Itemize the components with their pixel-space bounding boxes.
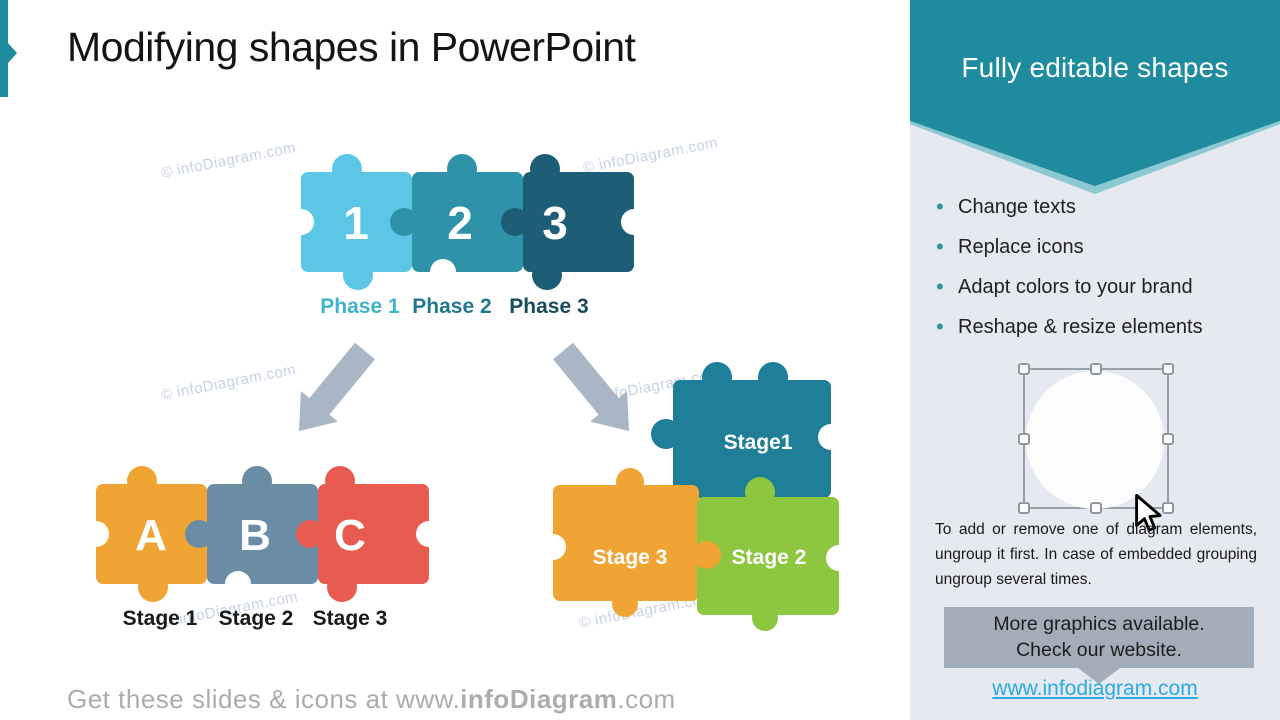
selected-circle-shape[interactable] xyxy=(1026,371,1164,509)
bullet-item-reshape-resize: Reshape & resize elements xyxy=(934,315,1264,339)
callout-line-2: Check our website. xyxy=(1016,639,1182,661)
phase-puzzle-row: 1 2 3 Phase 1 Phase 2 Phase 3 xyxy=(297,154,642,318)
bullet-item-adapt-colors: Adapt colors to your brand xyxy=(934,275,1264,299)
puzzle-sockets xyxy=(92,521,437,597)
selection-handle-w[interactable] xyxy=(1018,432,1030,445)
abc-puzzle-row: A B C Stage 1 Stage 2 Stage 3 xyxy=(92,466,437,630)
puzzle-sockets xyxy=(297,209,642,285)
footer-brand: infoDiagram xyxy=(460,684,618,714)
footer-suffix: .com xyxy=(617,684,676,714)
grouped-label-stage3: Stage 3 xyxy=(593,546,668,569)
abc-caption-1: Stage 1 xyxy=(123,607,198,630)
puzzle-piece-stage3[interactable] xyxy=(553,468,699,617)
accent-chevron-shape xyxy=(0,0,17,97)
bullet-item-change-texts: Change texts xyxy=(934,195,1264,219)
puzzle-piece-phase-1[interactable] xyxy=(301,154,412,290)
sidebar-header-title: Fully editable shapes xyxy=(961,52,1229,83)
grouped-puzzle: Stage1 Stage 3 Stage 2 xyxy=(545,362,850,631)
mouse-cursor-icon xyxy=(1135,494,1162,532)
phase-piece-number-2: 2 xyxy=(447,197,473,249)
selection-handle-sw[interactable] xyxy=(1018,502,1030,514)
phase-caption-1: Phase 1 xyxy=(320,295,400,318)
grouped-label-stage2: Stage 2 xyxy=(732,546,807,569)
selection-handle-se[interactable] xyxy=(1162,502,1174,514)
puzzle-sockets xyxy=(545,424,850,571)
puzzle-piece-stage1[interactable] xyxy=(651,362,831,498)
selection-handle-nw[interactable] xyxy=(1018,363,1030,375)
slide-title: Modifying shapes in PowerPoint xyxy=(67,24,636,70)
puzzle-piece-phase-3[interactable] xyxy=(501,154,634,290)
arrow-down-left[interactable] xyxy=(289,341,381,441)
footer-credit: Get these slides & icons at www.infoDiag… xyxy=(67,684,676,715)
abc-piece-letter-c: C xyxy=(334,511,366,560)
selection-handle-n[interactable] xyxy=(1090,363,1102,375)
abc-caption-3: Stage 3 xyxy=(313,607,388,630)
watermark: © infoDiagram.com xyxy=(159,139,298,182)
stage3-connector-knob xyxy=(693,541,721,569)
watermark: © infoDiagram.com xyxy=(159,361,298,404)
puzzle-piece-phase-2[interactable] xyxy=(390,154,523,272)
ungroup-instruction-note: To add or remove one of diagram elements… xyxy=(935,521,1257,588)
phase-piece-number-3: 3 xyxy=(542,197,568,249)
selection-handle-e[interactable] xyxy=(1162,432,1174,445)
puzzle-piece-stage2[interactable] xyxy=(697,477,839,631)
website-link-row: www.infodiagram.com xyxy=(910,677,1280,701)
abc-piece-letter-a: A xyxy=(135,511,167,560)
grouped-label-stage1: Stage1 xyxy=(724,431,793,454)
phase-caption-2: Phase 2 xyxy=(412,295,491,318)
website-link[interactable]: www.infodiagram.com xyxy=(992,677,1198,700)
puzzle-piece-a[interactable] xyxy=(96,466,207,602)
sidebar-header-banner xyxy=(910,0,1280,186)
more-graphics-callout: More graphics available. Check our websi… xyxy=(944,607,1254,684)
arrow-down-right[interactable] xyxy=(547,341,639,441)
selection-handle-s[interactable] xyxy=(1090,502,1102,514)
sidebar-panel: Fully editable shapes Change texts Repla… xyxy=(910,0,1280,720)
selection-bounding-box[interactable] xyxy=(1018,363,1174,514)
puzzle-piece-b[interactable] xyxy=(185,466,318,584)
phase-caption-3: Phase 3 xyxy=(509,295,588,318)
selection-handle-ne[interactable] xyxy=(1162,363,1174,375)
puzzle-piece-c[interactable] xyxy=(296,466,429,602)
callout-line-1: More graphics available. xyxy=(993,613,1205,635)
abc-caption-2: Stage 2 xyxy=(219,607,294,630)
accent-chevron-bar xyxy=(0,0,17,97)
feature-bullet-list: Change texts Replace icons Adapt colors … xyxy=(934,195,1264,356)
bullet-item-replace-icons: Replace icons xyxy=(934,235,1264,259)
abc-piece-letter-b: B xyxy=(239,511,271,560)
phase-piece-number-1: 1 xyxy=(343,197,369,249)
footer-prefix: Get these slides & icons at www. xyxy=(67,684,461,714)
